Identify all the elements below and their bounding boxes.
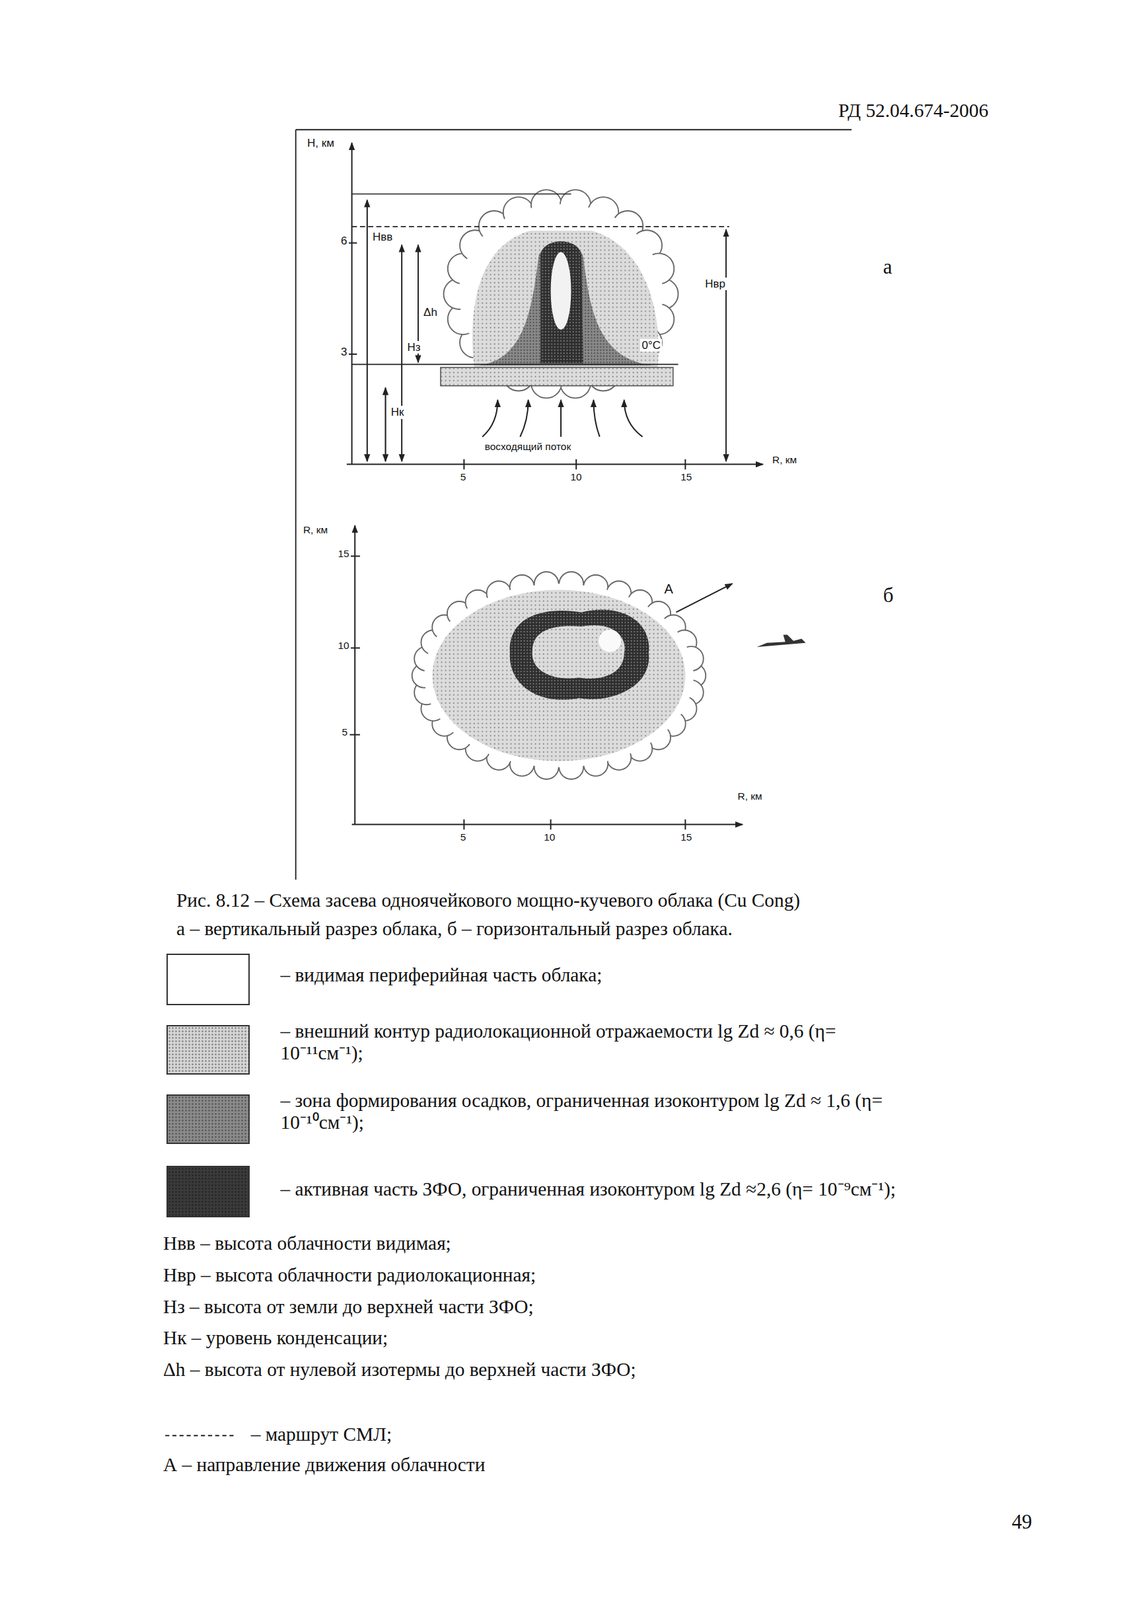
route-line-sample [165,1434,237,1436]
figure-label: 15 [679,471,694,483]
figure-label: A [662,581,674,597]
updraft-arrows [482,399,643,437]
dimension-lines [352,194,730,462]
legend-swatch [166,1094,251,1143]
figure-label: Hвв [371,230,394,244]
legend-text: – активная часть ЗФО, ограниченная изоко… [280,1177,1077,1201]
figure-label: R, км [301,523,329,536]
direction-arrow [675,583,732,612]
page-text: а [883,255,893,279]
aircraft-symbol [756,634,806,647]
figure-label: Hз [405,340,422,355]
cloud-body [459,204,664,384]
figure-label: 5 [459,471,468,483]
page-text: 49 [1011,1509,1032,1534]
page-text: Нз – высота от земли до верхней части ЗФ… [163,1295,534,1318]
cloud-body [424,583,694,767]
figure-label: 15 [336,547,351,560]
page-text: Нвр – высота облачности радиолокационная… [163,1263,536,1287]
cloud-inner-zones-horizontal [432,589,686,761]
cloud-inner-zones [440,230,674,386]
figure-frame [295,129,852,880]
page-text: А – направление движения облачности [163,1453,485,1476]
figure-label: 3 [339,345,349,359]
figure-label: 10 [336,639,351,652]
figure-label: восходящий поток [483,440,573,453]
figure-caption: а – вертикальный разрез облака, б – гори… [176,917,733,941]
figure-label: Hвр [703,277,727,291]
legend-swatch [166,1165,251,1217]
page-text: Нк – уровень конденсации; [163,1326,388,1350]
figure-label: 0°C [640,338,662,353]
page-text: Δh – высота от нулевой изотермы до верхн… [163,1358,637,1381]
legend-text: – маршрут СМЛ; [251,1422,863,1446]
legend-text: – внешний контур радиолокационной отража… [280,1020,913,1065]
axes-bottom [350,525,743,830]
figure-label: 5 [459,831,468,843]
legend-text: – зона формирования осадков, ограниченна… [280,1089,913,1134]
figure-label: Δh [422,305,439,320]
page-text: Нвв – высота облачности видимая; [163,1232,452,1255]
cloud-horizontal-section [412,571,707,779]
figure-label: R, км [736,790,764,803]
figure-label: 10 [542,831,557,843]
page-text: РД 52.04.674-2006 [838,99,989,123]
figure-title: Рис. 8.12 – Схема засева одноячейкового … [176,889,801,912]
page-text: б [883,583,894,608]
figure-label: H, км [305,136,336,150]
figure-label: 6 [339,234,349,248]
figure-label: Hк [389,405,406,419]
figure-label: R, км [770,453,799,466]
figure-label: 5 [340,726,350,738]
legend-swatch [166,953,251,1005]
legend-text: – видимая периферийная часть облака; [280,963,1056,987]
legend-swatch [166,1024,251,1074]
axes-top [346,142,764,470]
cloud-vertical-section [443,189,679,398]
figure-label: 15 [679,831,694,843]
figure-label: 10 [568,471,583,483]
